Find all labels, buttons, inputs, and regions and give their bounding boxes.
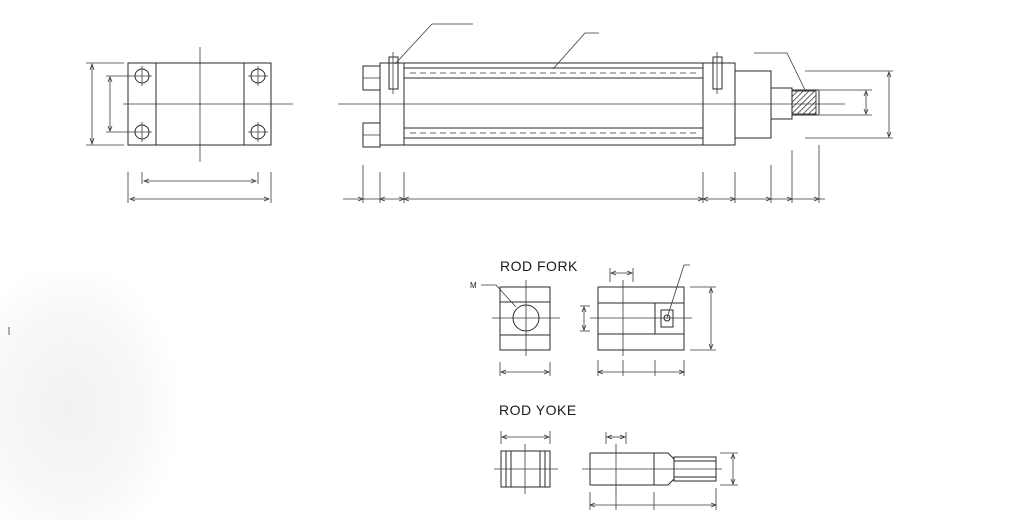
length-dimension-chain — [343, 145, 825, 203]
rod-gland — [734, 70, 772, 139]
fork-end-view — [499, 286, 551, 351]
side-view — [338, 23, 893, 203]
bolt-hole — [132, 122, 152, 142]
bolt-hole — [248, 66, 268, 86]
port-fitting — [388, 56, 399, 90]
fork-pin-leader-line — [666, 264, 690, 319]
thread-leader-line — [481, 284, 517, 308]
height-dimension — [86, 62, 124, 146]
bolt-hole — [132, 66, 152, 86]
leader-line — [394, 23, 473, 65]
background-smudge — [0, 270, 175, 520]
end-view — [86, 47, 293, 203]
rod-collar — [770, 87, 793, 120]
rod-thread-dimension — [820, 89, 872, 116]
rod-yoke-title: ROD YOKE — [499, 402, 577, 418]
leader-line — [754, 52, 807, 93]
hole-spacing-dimension — [106, 75, 132, 133]
bolt-hole — [248, 122, 268, 142]
overall-height-dimension — [805, 70, 893, 139]
hole-pitch-dimension — [141, 172, 259, 184]
leader-line — [552, 32, 599, 70]
rod-yoke-detail: ROD YOKE — [494, 402, 738, 510]
port-fitting — [712, 56, 723, 90]
fork-side-view — [597, 286, 685, 351]
rod-thread-hatch — [791, 90, 817, 115]
rod-fork-detail: ROD FORK M — [470, 258, 716, 376]
thread-m-label: M — [470, 281, 477, 290]
rod-fork-title: ROD FORK — [500, 258, 578, 274]
width-dimension — [127, 172, 272, 203]
